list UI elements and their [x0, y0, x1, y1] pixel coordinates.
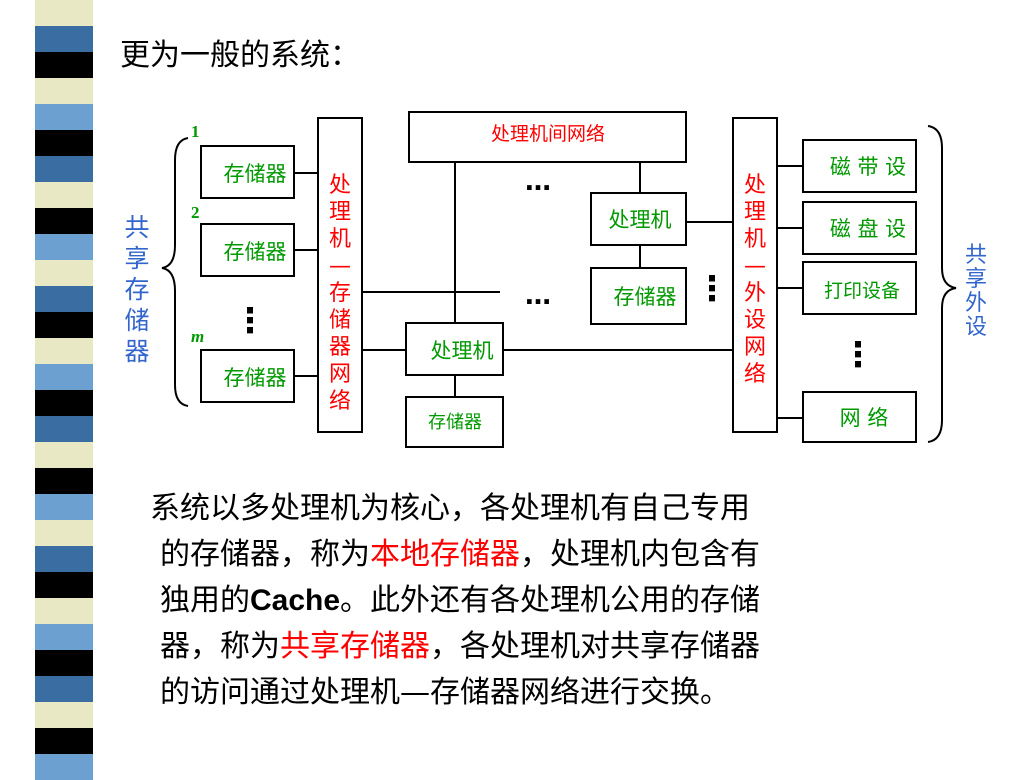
strip-tile: [35, 624, 93, 650]
pio-network-text-char: 设: [744, 308, 766, 333]
strip-tile: [35, 598, 93, 624]
para-line-2a: 的存储器，称为: [160, 537, 370, 572]
ellipsis-memory: ⋮: [233, 301, 267, 341]
strip-tile: [35, 286, 93, 312]
pio-network-text-char: 理: [744, 200, 766, 225]
processor-box: 处理机: [609, 208, 672, 232]
strip-tile: [35, 52, 93, 78]
right-brace: [927, 125, 957, 443]
device-disk: 磁 盘 设: [830, 217, 906, 241]
ellipsis-middle: …: [525, 281, 551, 311]
strip-tile: [35, 0, 93, 26]
strip-tile: [35, 234, 93, 260]
strip-tile: [35, 78, 93, 104]
para-line-4a: 器，称为: [160, 629, 280, 664]
strip-tile: [35, 182, 93, 208]
strip-tile: [35, 130, 93, 156]
strip-tile: [35, 156, 93, 182]
pm-network-text-char: 网: [329, 362, 351, 387]
processor-bottom-box: 处理机: [431, 339, 494, 363]
pio-network-text-char: 外: [744, 281, 766, 306]
para-line-1: 系统以多处理机为核心，各处理机有自己专用: [150, 491, 750, 526]
shared-mem-text-char: 存: [124, 275, 149, 304]
pio-network-text-char: 机: [744, 227, 766, 252]
page-title: 更为一般的系统：: [120, 38, 360, 73]
shared-mem-text-char: 享: [124, 244, 149, 273]
strip-tile: [35, 728, 93, 754]
ellipsis-devices: ⋮: [841, 335, 875, 375]
strip-tile: [35, 572, 93, 598]
ellipsis-top: …: [525, 167, 551, 197]
pio-network-text-char: —: [744, 254, 766, 279]
para-line-3a: 独用的: [160, 583, 250, 618]
strip-tile: [35, 26, 93, 52]
memory-box-2: 存储器: [224, 240, 287, 264]
processor-memory-network-label: 处理机—存储器网络: [329, 173, 351, 414]
strip-tile: [35, 104, 93, 130]
strip-tile: [35, 260, 93, 286]
strip-tile: [35, 312, 93, 338]
memory-index-1: 1: [191, 122, 200, 141]
interprocessor-network-label: 处理机间网络: [491, 123, 605, 145]
strip-tile: [35, 390, 93, 416]
para-line-2b: ，处理机内包含有: [520, 537, 760, 572]
cache-term: Cache: [250, 584, 341, 617]
strip-tile: [35, 650, 93, 676]
strip-tile: [35, 338, 93, 364]
shared-dev-text-char: 共: [965, 243, 987, 268]
device-tape: 磁 带 设: [830, 155, 906, 179]
pm-network-text-char: 处: [329, 173, 351, 198]
strip-tile: [35, 676, 93, 702]
memory-index-2: 2: [191, 203, 200, 222]
boxes: [200, 111, 917, 448]
pm-network-text-char: 络: [329, 389, 351, 414]
memory-box-m: 存储器: [224, 366, 287, 390]
strip-tile: [35, 208, 93, 234]
local-memory-term: 本地存储器: [370, 537, 520, 572]
device-printer: 打印设备: [824, 280, 900, 302]
pm-network-text-char: 器: [329, 335, 351, 360]
shared-memory-term: 共享存储器: [280, 629, 430, 664]
strip-tile: [35, 442, 93, 468]
system-diagram: 1 2 m 存储器 存储器 存储器 处理机 存储器 处理机 存储器 磁 带 设 …: [124, 111, 987, 448]
shared-dev-text-char: 设: [965, 315, 987, 340]
strip-tile: [35, 416, 93, 442]
pm-network-text-char: 机: [329, 227, 351, 252]
pio-network-text-char: 络: [744, 362, 766, 387]
shared-mem-text-char: 共: [124, 213, 149, 242]
shared-memory-label: 共享存储器: [124, 213, 149, 366]
strip-tile: [35, 754, 93, 780]
para-line-3b: 。此外还有各处理机公用的存储: [340, 583, 761, 618]
pm-network-text-char: 理: [329, 200, 351, 225]
processor-bottom-memory-box: 存储器: [428, 412, 482, 433]
shared-dev-text-char: 享: [965, 267, 987, 292]
connection-lines: [294, 162, 803, 419]
strip-tile: [35, 468, 93, 494]
para-line-5: 的访问通过处理机—存储器网络进行交换。: [160, 675, 730, 710]
pio-network-text-char: 网: [744, 335, 766, 360]
para-line-4b: ，各处理机对共享存储器: [430, 629, 760, 664]
description-paragraph: 系统以多处理机为核心，各处理机有自己专用 的存储器，称为本地存储器，处理机内包含…: [150, 486, 990, 716]
decorative-strip: [35, 0, 93, 780]
shared-mem-text-char: 储: [124, 306, 149, 335]
device-network: 网 络: [840, 406, 889, 430]
pio-network-text-char: 处: [744, 173, 766, 198]
memory-index-m: m: [191, 327, 204, 346]
strip-tile: [35, 702, 93, 728]
pm-network-text-char: 存: [329, 281, 351, 306]
pm-network-text-char: —: [329, 254, 351, 279]
processor-memory-box: 存储器: [614, 285, 677, 309]
strip-tile: [35, 494, 93, 520]
pm-network-text-char: 储: [329, 308, 351, 333]
left-brace: [161, 137, 189, 407]
memory-box-1: 存储器: [224, 162, 287, 186]
shared-dev-text-char: 外: [965, 291, 987, 316]
shared-mem-text-char: 器: [124, 337, 149, 366]
ellipsis-processors: ⋮: [695, 269, 729, 309]
strip-tile: [35, 520, 93, 546]
strip-tile: [35, 364, 93, 390]
strip-tile: [35, 546, 93, 572]
